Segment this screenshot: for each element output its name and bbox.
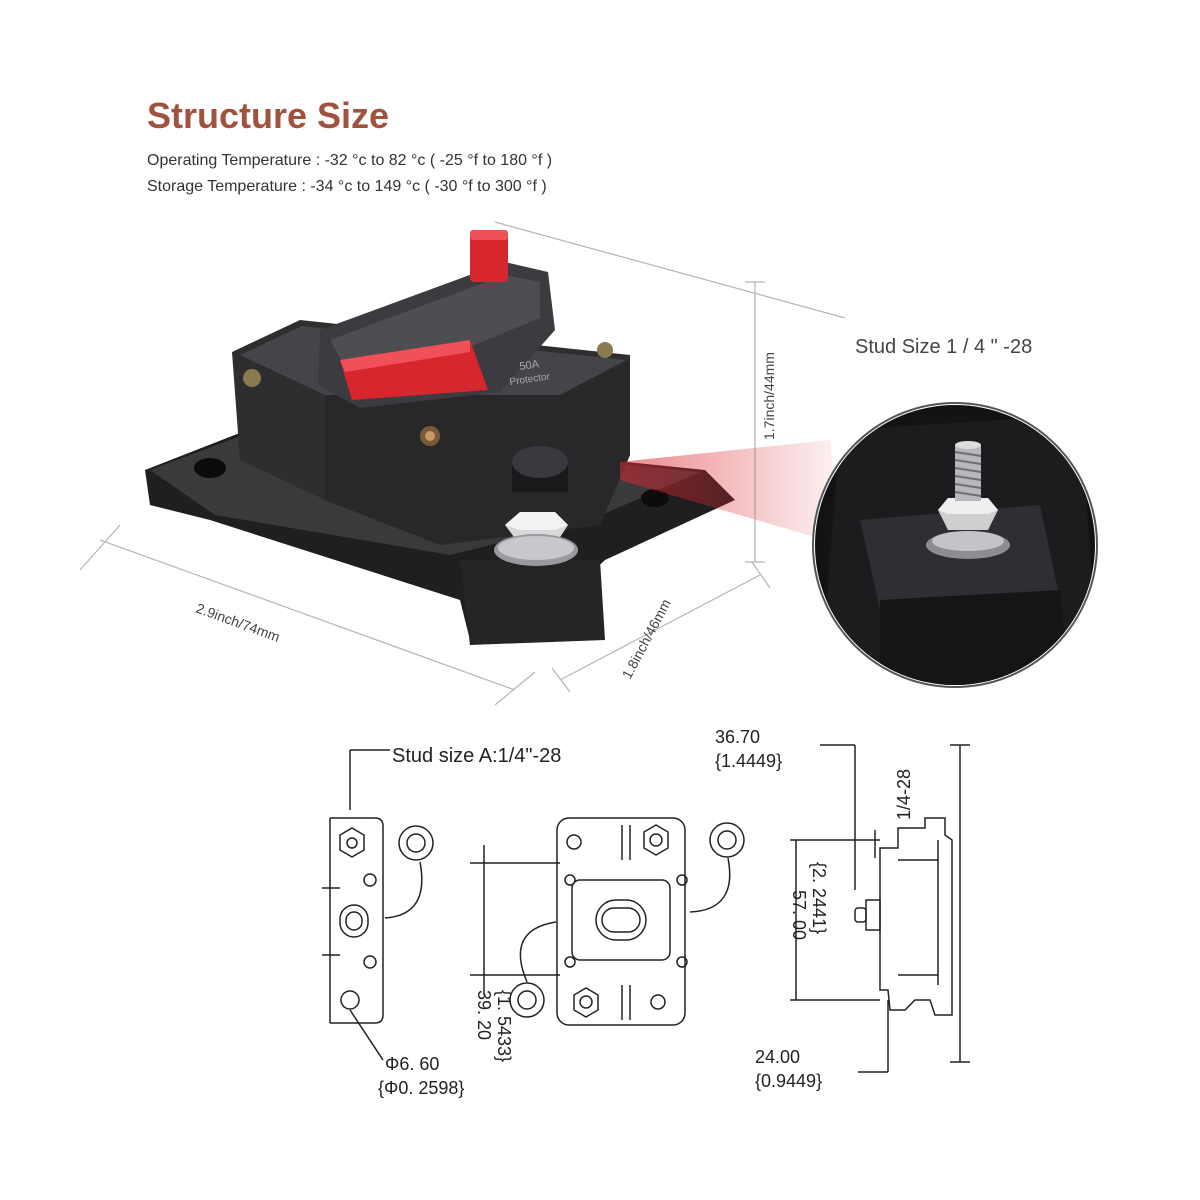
- drawing-side-profile: [790, 744, 970, 1073]
- dim-height-mm: 57. 00: [789, 890, 809, 940]
- dim-depth-in: {0.9449}: [755, 1071, 822, 1091]
- storage-temperature: Storage Temperature : -34 °c to 149 °c (…: [147, 178, 547, 195]
- dim-top-in: {1.4449}: [715, 751, 782, 771]
- dim-spacing-in: {1. 5433}: [494, 990, 514, 1062]
- stud-zoom-inset: [812, 402, 1098, 688]
- dim-height-in: {2. 2441}: [809, 862, 829, 934]
- circuit-breaker-photo: 50A Protector: [145, 230, 735, 645]
- zoom-beam: [620, 440, 842, 545]
- dim-hole-mm: Φ6. 60: [385, 1054, 439, 1074]
- height-dimension-label: 1.7inch/44mm: [761, 352, 777, 440]
- length-dimension-label: 2.9inch/74mm: [194, 600, 282, 645]
- dim-depth-mm: 24.00: [755, 1047, 800, 1067]
- width-dimension-label: 1.8inch/46mm: [619, 596, 674, 681]
- dim-hole-in: {Φ0. 2598}: [378, 1078, 464, 1098]
- dim-top-mm: 36.70: [715, 727, 760, 747]
- technical-drawing: [322, 744, 970, 1073]
- page-title: Structure Size: [147, 95, 390, 136]
- operating-temperature: Operating Temperature : -32 °c to 82 °c …: [147, 152, 553, 169]
- drawing-side-view-left: [322, 749, 434, 1061]
- dimension-lines: [79, 221, 846, 706]
- drawing-front-view: [470, 817, 745, 1026]
- breaker-rating-text: 50A: [519, 358, 541, 373]
- dim-spacing-mm: 39. 20: [474, 990, 494, 1040]
- stud-size-label: Stud Size 1 / 4 " -28: [855, 336, 1032, 358]
- dim-side-stud: 1/4-28: [894, 769, 914, 820]
- stud-size-a-label: Stud size A:1/4"-28: [392, 745, 561, 767]
